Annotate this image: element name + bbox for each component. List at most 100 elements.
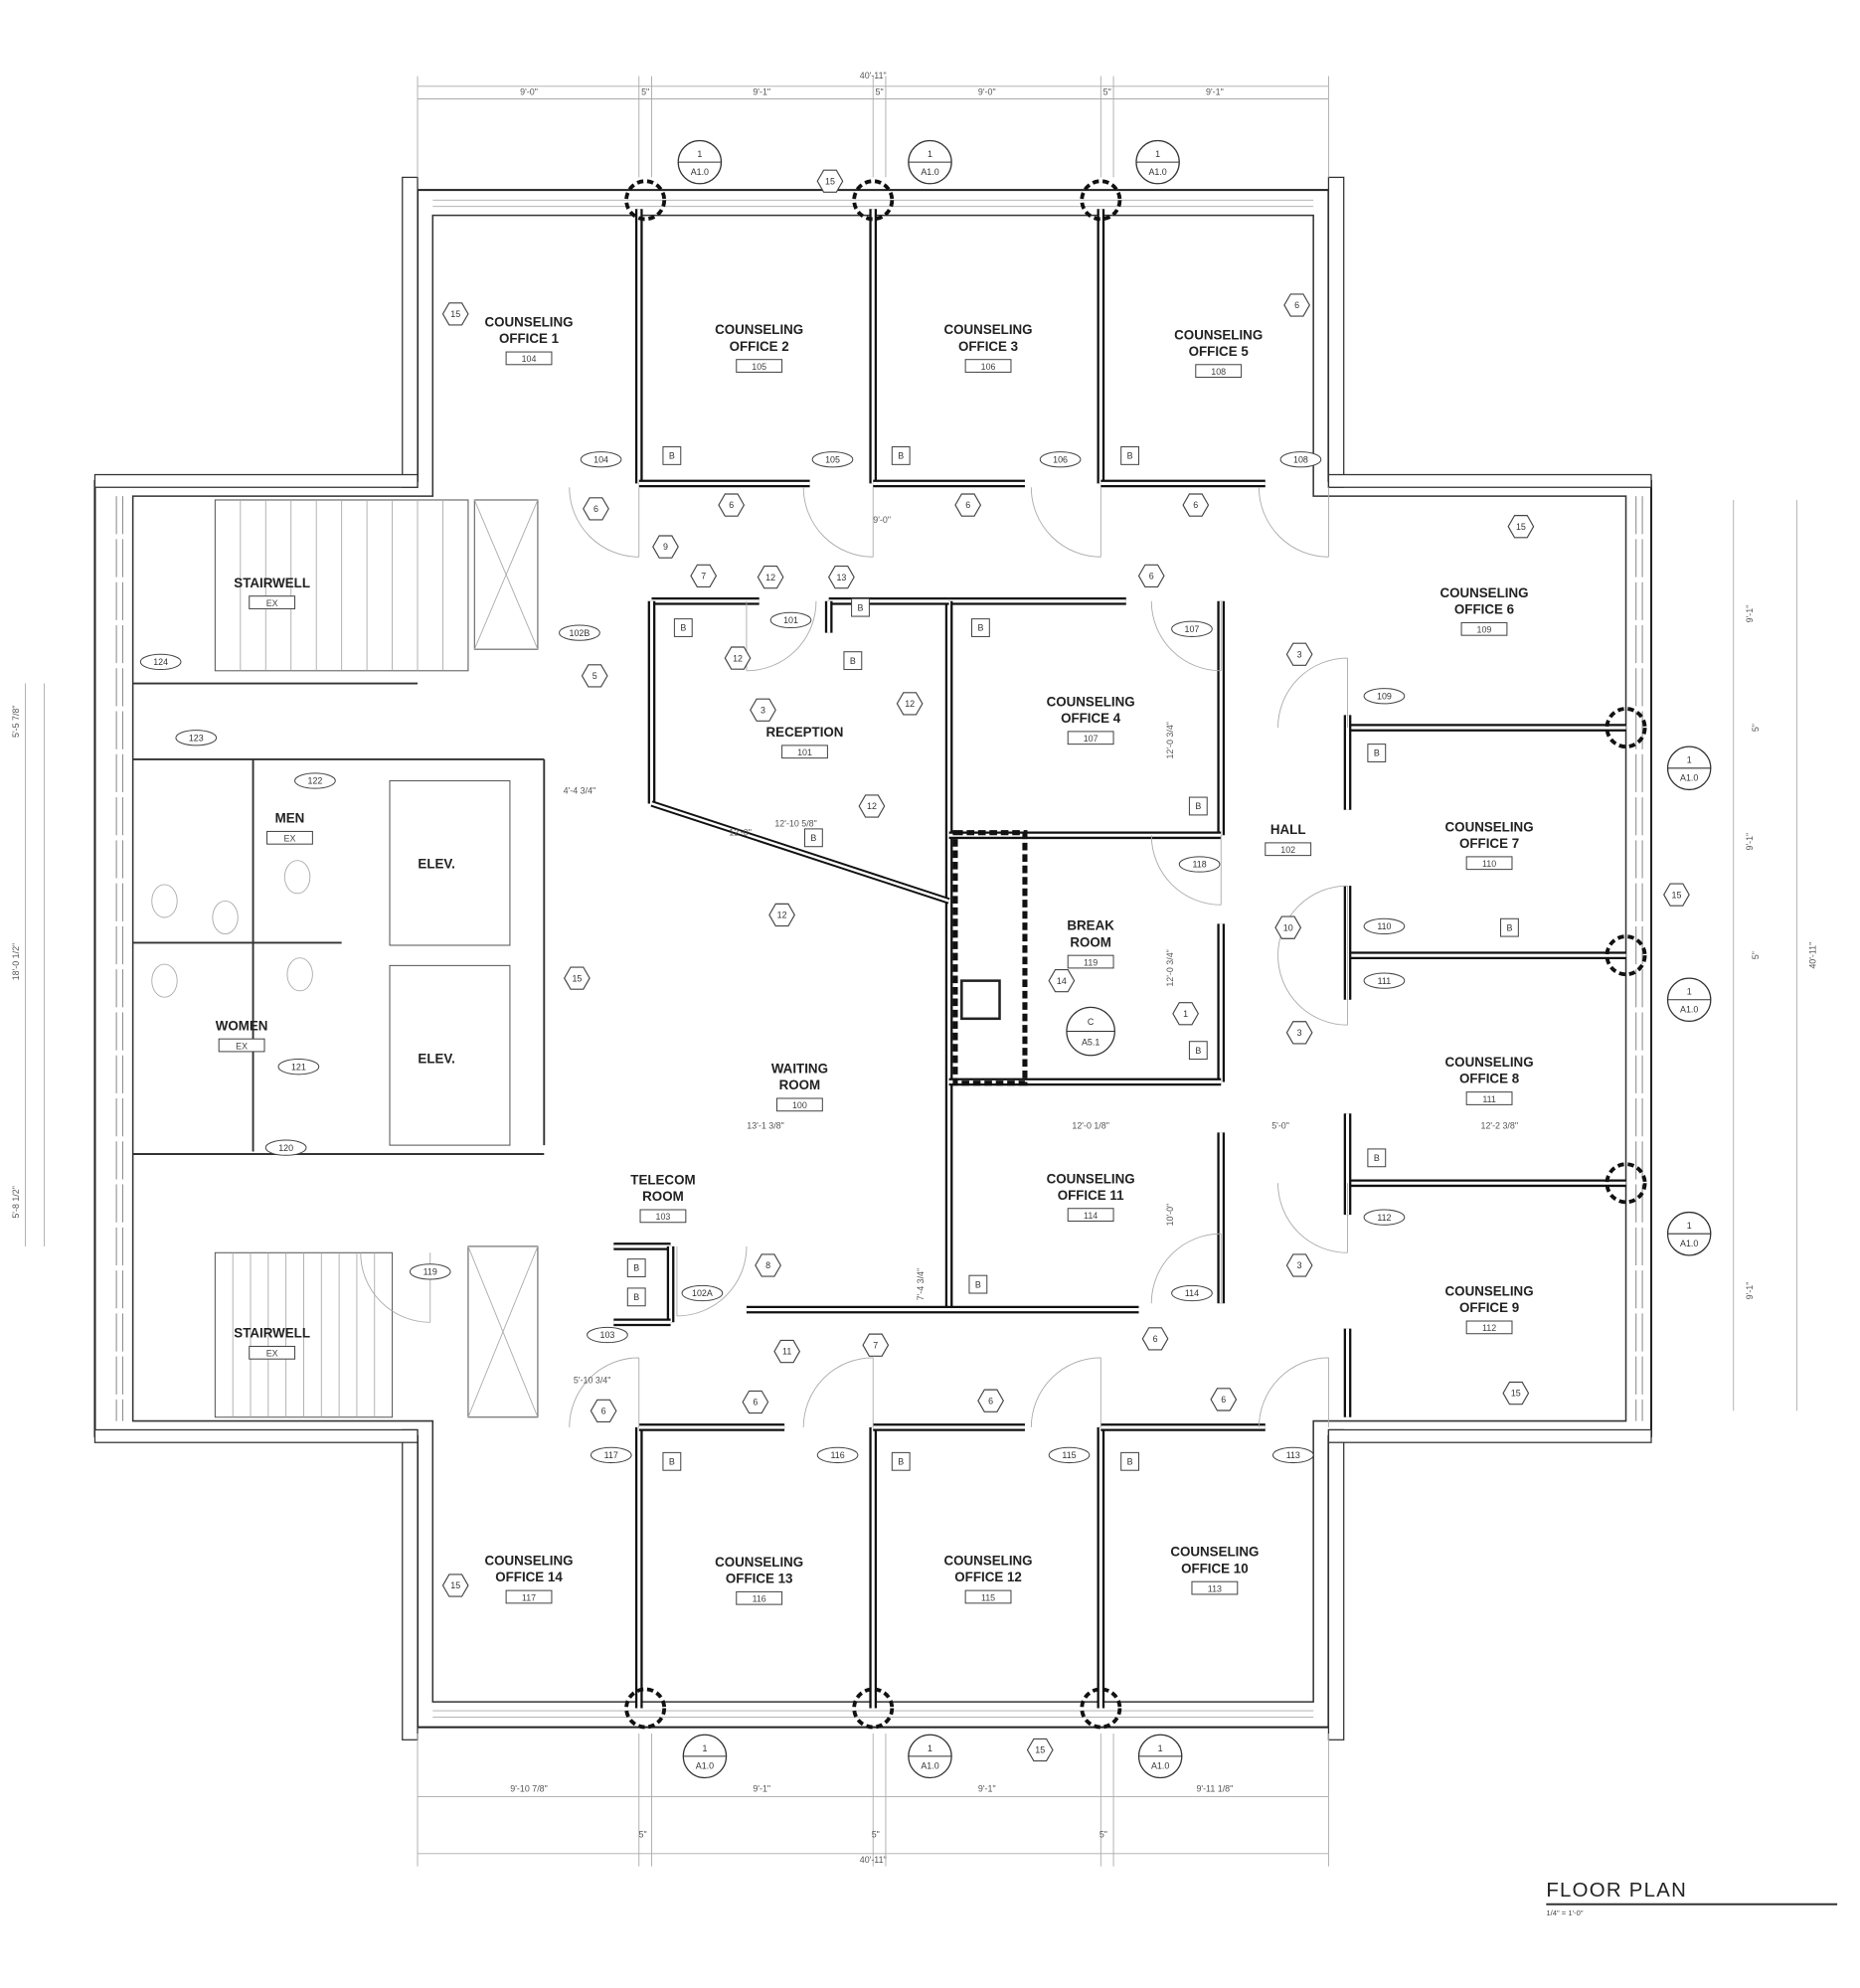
door-tag-number: 103 [600,1330,615,1340]
door-tag-number: 124 [153,657,168,667]
door-tag [1171,1284,1213,1302]
hardware-tag: B [1127,1456,1133,1466]
section-number: 1 [1687,987,1692,997]
interior-dimension: 4'-4 3/4" [564,785,596,795]
keynote-hexagon-icon [564,966,591,990]
hardware-tag: B [633,1263,639,1273]
room-name: WOMEN [216,1018,268,1033]
bottom-wall-dimension: 5" [872,1829,880,1839]
door-tag [816,1446,859,1464]
door-tag [294,772,336,789]
hardware-tag: B [810,833,816,843]
right-overall-dimension: 40'-11" [1807,942,1817,969]
column-icon [852,1687,895,1730]
keynote-hexagon-icon [583,497,609,521]
room-number-box [736,1590,783,1605]
interior-dimension: 13'-1 3/8" [747,1121,783,1131]
door-tag-number: 120 [278,1143,293,1153]
room-name: TELECOM [630,1173,695,1188]
door-swing [569,1357,640,1427]
room-name: ELEV. [418,856,454,871]
room-number-box [736,359,783,373]
plumbing-fixture-icon [283,860,311,895]
door-tag-number: 114 [1185,1288,1199,1298]
room-number: 117 [522,1592,536,1602]
room-name: COUNSELING [484,1554,573,1569]
room-name: WAITING [771,1062,828,1077]
room-name-line2: OFFICE 6 [1454,602,1514,617]
room-name-line2: ROOM [642,1189,684,1204]
top-dimension: 5" [1103,87,1111,97]
left-dimension: 5'-5 7/8" [11,705,21,738]
room-name-line2: OFFICE 8 [1459,1072,1520,1086]
top-dimension: 9'-0" [978,87,996,97]
hardware-tag-box [1188,1041,1208,1061]
exterior-pier [1327,1428,1652,1443]
hardware-tag: B [669,451,675,461]
shaft-icon [467,1245,539,1418]
fixtures [151,179,1647,1730]
bottom-wall-dimension: 5" [639,1829,647,1839]
room-name-line2: OFFICE 10 [1181,1561,1249,1575]
section-callout: 1A1.0 [682,1734,728,1779]
column-icon [852,179,895,222]
room-number: 101 [797,747,812,757]
keynote-hexagon-icon [1026,1738,1054,1762]
keynote-hexagon-icon [862,1333,890,1357]
room-reception: RECEPTION 101 [766,725,844,759]
interior-dimension: 10'-0" [1165,1204,1175,1227]
door-tag [1039,451,1082,468]
keynote-hexagon-icon [1502,1381,1530,1406]
section-sheet: A1.0 [696,1761,714,1771]
room-name-line2: ROOM [779,1077,821,1092]
keynote-hexagon-icon [581,664,608,688]
room-name: COUNSELING [1047,694,1135,709]
keynote-number: 15 [1516,522,1526,532]
exterior-pier [402,176,419,488]
door-tag-number: 110 [1377,921,1391,931]
hardware-tag-box [851,597,870,617]
keynote-hexagon-icon [441,302,469,326]
room-number-box [1067,731,1114,746]
keynote-hexagon-icon [1182,493,1210,517]
hardware-tag-box [968,1274,988,1294]
keynote-number: 3 [1297,649,1302,659]
room-number: 110 [1482,859,1496,869]
top-dimension: 5" [876,87,884,97]
hardware-tag-box [1367,1148,1387,1168]
keynote-number: 8 [765,1260,770,1270]
room-number: 111 [1482,1094,1496,1104]
room-number: 115 [981,1592,995,1602]
hardware-tag-box [970,618,990,637]
interior-dimension: 9'-0" [873,515,891,525]
room-name-line2: OFFICE 13 [726,1571,793,1585]
walls [93,176,1653,1740]
door-swing [802,1357,874,1427]
hardware-tag-box [843,651,863,671]
keynote-number: 6 [729,500,734,510]
section-callout: 1A1.0 [908,1734,952,1779]
room-name: COUNSELING [484,315,573,330]
room-name: RECEPTION [766,725,844,740]
room-number: EX [284,834,296,844]
keynote-number: 6 [593,504,598,514]
section-sheet: A1.0 [1680,773,1698,783]
room-number-box [781,745,828,759]
column-icon [1080,1687,1122,1730]
room-number: 103 [656,1212,671,1222]
door-tag [264,1139,307,1156]
door-tag [1271,1446,1314,1464]
keynote-hexagon-icon [757,565,784,589]
keynote-hexagon-icon [1663,883,1690,907]
room-number-box [1265,842,1312,857]
exterior-pier [402,1428,419,1740]
keynote-hexagon-icon [1137,564,1165,587]
